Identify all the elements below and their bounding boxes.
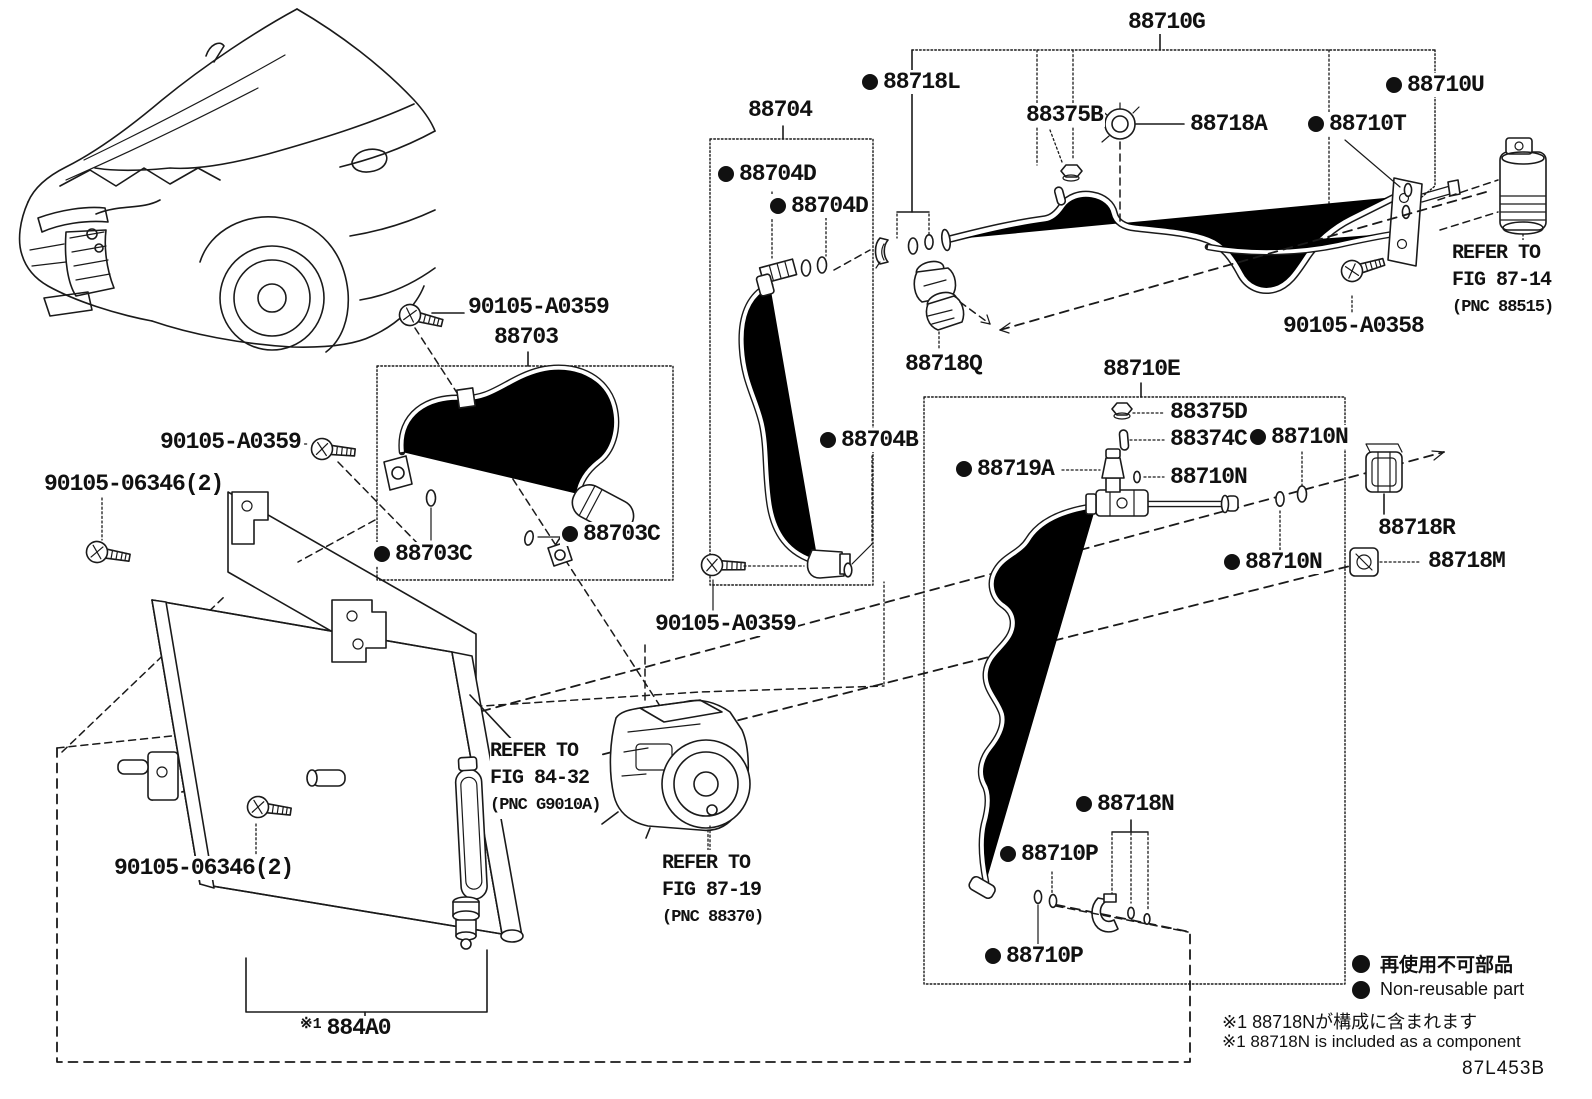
non-reusable-dot-icon: [374, 546, 390, 563]
part-label-90105-a0359-top[interactable]: 90105-A0359: [466, 294, 611, 320]
ref-note-fig-87-14: REFER TO FIG 87-14 (PNC 88515): [1452, 240, 1554, 321]
part-label-90105-06346-1[interactable]: 90105-06346(2): [42, 471, 226, 497]
non-reusable-dot-icon: [1000, 846, 1016, 863]
liquid-pipe-88710g-group: [876, 33, 1547, 350]
part-label-88375b[interactable]: 88375B: [1024, 102, 1105, 128]
clamp-88718m: [1350, 548, 1420, 576]
part-label-88703[interactable]: 88703: [492, 324, 561, 350]
part-label-88710p-up[interactable]: 88710P: [998, 842, 1100, 866]
part-label-88718m[interactable]: 88718M: [1426, 548, 1507, 574]
connector-88718a: [1101, 103, 1184, 222]
grommet-88718q: [914, 259, 990, 350]
part-label-88710t[interactable]: 88710T: [1306, 112, 1408, 136]
compressor: [602, 700, 750, 864]
part-label-88718r[interactable]: 88718R: [1376, 515, 1457, 541]
part-label-88710n-mid[interactable]: 88710N: [1168, 464, 1249, 490]
vehicle-inset: [20, 9, 435, 352]
note-component-jp: ※1 88718Nが構成に含まれます: [1222, 1012, 1478, 1032]
receiver-fig8714: [1438, 138, 1546, 242]
pressure-valve-88719a: [1102, 449, 1124, 492]
part-label-88704d-1[interactable]: 88704D: [716, 162, 818, 186]
tube-liquid-88710e-group: [924, 383, 1345, 984]
footnote-marker: ※1: [300, 1016, 322, 1033]
ac-piping-on-vehicle: [60, 168, 220, 252]
non-reusable-dot-icon: [718, 166, 734, 183]
non-reusable-dot-icon: [862, 74, 878, 91]
legend-non-reusable-en: Non-reusable part: [1352, 979, 1524, 1000]
part-label-88710u[interactable]: 88710U: [1384, 73, 1486, 97]
part-label-90105-a0359-left[interactable]: 90105-A0359: [158, 429, 303, 455]
non-reusable-dot-icon: [1076, 796, 1092, 813]
part-label-88375d[interactable]: 88375D: [1168, 399, 1249, 425]
non-reusable-dot-icon: [956, 461, 972, 478]
condenser-assembly: [118, 492, 523, 1026]
part-label-88704[interactable]: 88704: [746, 97, 815, 123]
non-reusable-dot-icon: [770, 198, 786, 215]
suction-hose-88703-group: [377, 313, 673, 580]
part-label-88718l[interactable]: 88718L: [860, 70, 962, 94]
part-label-88704b[interactable]: 88704B: [818, 428, 920, 452]
drier-filter: [453, 897, 479, 949]
non-reusable-dot-icon: [1352, 980, 1370, 999]
legend-non-reusable-jp: 再使用不可部品: [1352, 950, 1513, 977]
non-reusable-dot-icon: [985, 948, 1001, 965]
non-reusable-dot-icon: [1352, 954, 1370, 973]
discharge-hose-88704-group: [710, 126, 873, 610]
non-reusable-dot-icon: [820, 432, 836, 449]
part-label-88704d-2[interactable]: 88704D: [768, 194, 870, 218]
part-label-88718q[interactable]: 88718Q: [903, 351, 984, 377]
note-component-en: ※1 88718N is included as a component: [1222, 1032, 1521, 1051]
clip-88718l: [876, 238, 889, 268]
non-reusable-dot-icon: [562, 526, 578, 543]
part-label-90105-a0359-mid[interactable]: 90105-A0359: [653, 611, 798, 637]
part-label-88710e[interactable]: 88710E: [1101, 356, 1182, 382]
part-label-88718n[interactable]: 88718N: [1074, 792, 1176, 816]
ref-note-fig-84-32: REFER TO FIG 84-32 (PNC G9010A): [490, 738, 601, 819]
receiver-drier: [454, 757, 487, 900]
part-label-88710p-low[interactable]: 88710P: [983, 944, 1085, 968]
part-label-88719a[interactable]: 88719A: [954, 457, 1056, 481]
part-label-88703c-2[interactable]: 88703C: [560, 522, 662, 546]
part-label-90105-06346-2[interactable]: 90105-06346(2): [112, 855, 296, 881]
non-reusable-dot-icon: [1250, 429, 1266, 446]
part-label-88710n-low[interactable]: 88710N: [1222, 550, 1324, 574]
clamp-88718r: [1366, 444, 1402, 514]
non-reusable-dot-icon: [1308, 116, 1324, 133]
part-label-88374c[interactable]: 88374C: [1168, 426, 1249, 452]
part-label-88710g[interactable]: 88710G: [1126, 9, 1207, 35]
part-label-88718a[interactable]: 88718A: [1188, 111, 1269, 137]
non-reusable-dot-icon: [1224, 554, 1240, 571]
ref-note-fig-87-19: REFER TO FIG 87-19 (PNC 88370): [662, 850, 764, 931]
non-reusable-dot-icon: [1386, 77, 1402, 94]
part-label-90105-a0358[interactable]: 90105-A0358: [1281, 313, 1426, 339]
part-label-88703c-1[interactable]: 88703C: [372, 542, 474, 566]
drawing-code: 87L453B: [1462, 1058, 1546, 1079]
part-label-88710n-top[interactable]: 88710N: [1248, 425, 1350, 449]
clamp-88718n: [1092, 894, 1118, 932]
